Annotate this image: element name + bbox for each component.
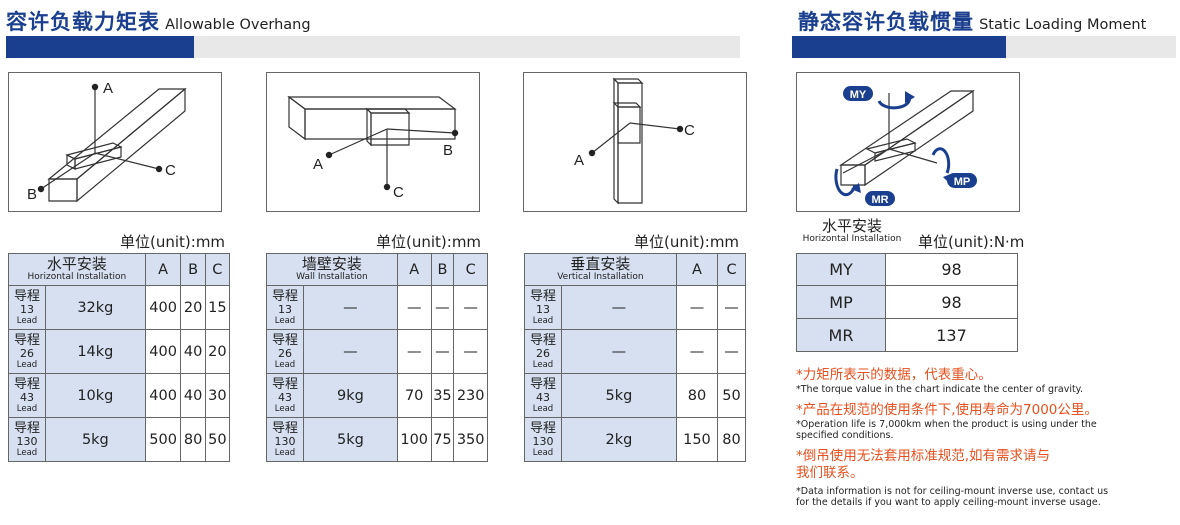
col-header: B <box>430 253 455 286</box>
moment-install-label: 水平安装 Horizontal Installation <box>802 217 902 244</box>
label-a: A <box>313 156 323 173</box>
note-2-en-line2: specified conditions. <box>796 430 894 441</box>
col-header: C <box>453 253 488 286</box>
note-1-en: *The torque value in the chart indicate … <box>796 384 1083 395</box>
notes: *力矩所表示的数据，代表重心。 *The torque value in the… <box>796 367 1176 509</box>
right-title-bar-grey <box>1006 36 1176 58</box>
diagram-moment: MY MP MR <box>796 72 1020 212</box>
note-3-cn: *倒吊使用无法套用标准规范,如有需求请与 <box>796 447 1051 464</box>
col-header: C <box>204 253 231 286</box>
left-title-bar-blue <box>6 36 194 58</box>
note-2-en: *Operation life is 7,000km when the prod… <box>796 418 1097 430</box>
diagram-vertical: C A <box>523 72 747 212</box>
col-header: B <box>180 253 206 286</box>
note-3-en: *Data information is not for ceiling-mou… <box>796 485 1109 497</box>
left-section-title: 容许负载力矩表 Allowable Overhang <box>6 6 311 36</box>
right-title-cn: 静态容许负载惯量 <box>798 10 974 34</box>
left-title-en: Allowable Overhang <box>165 17 311 33</box>
moment-label-my: MY <box>850 89 867 101</box>
label-b: B <box>443 142 453 159</box>
label-c: C <box>393 184 404 201</box>
diagram-wall: B A C <box>266 72 480 212</box>
unit-label-3: 单位(unit):mm <box>634 233 740 251</box>
label-c: C <box>684 122 695 139</box>
moment-unit-label: 单位(unit):N·m <box>918 233 1025 251</box>
diagram-horizontal: A C B <box>8 72 222 212</box>
label-b: B <box>27 186 37 203</box>
note-1-cn: *力矩所表示的数据，代表重心。 <box>796 367 992 383</box>
col-header: A <box>675 253 719 286</box>
moment-label-mr: MR <box>871 194 888 206</box>
right-section-title: 静态容许负载惯量 Static Loading Moment <box>798 6 1146 36</box>
note-3-cn-line2: 我们联系。 <box>796 464 864 481</box>
col-header: C <box>717 253 746 286</box>
left-title-cn: 容许负载力矩表 <box>6 10 160 34</box>
left-title-bar-grey <box>194 36 740 58</box>
moment-label-mp: MP <box>954 176 971 188</box>
note-2-cn: *产品在规范的使用条件下,使用寿命为7000公里。 <box>796 401 1098 418</box>
label-a: A <box>574 152 584 169</box>
col-header: A <box>396 253 432 286</box>
note-3-en-line2: for the details if you want to apply cei… <box>796 497 1101 508</box>
unit-label-2: 单位(unit):mm <box>376 233 482 251</box>
right-title-en: Static Loading Moment <box>979 17 1147 33</box>
col-header: A <box>144 253 182 286</box>
label-a: A <box>103 80 113 97</box>
label-c: C <box>165 162 176 179</box>
unit-label-1: 单位(unit):mm <box>120 233 226 251</box>
right-title-bar-blue <box>792 36 1006 58</box>
